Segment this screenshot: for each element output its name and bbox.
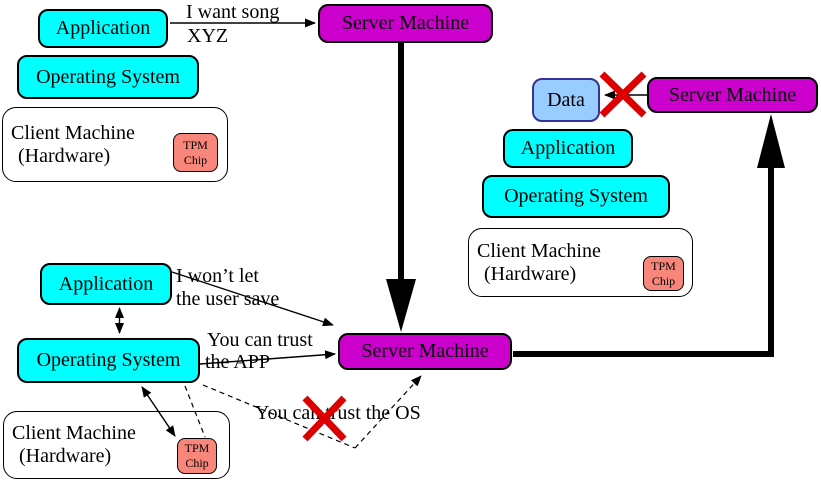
server-machine-box-top: Server Machine — [318, 4, 493, 43]
thick-arrow-top-server-to-bottom-server — [386, 43, 416, 332]
chip-label: Chip — [185, 456, 209, 470]
tpm-label: TPM — [183, 137, 208, 152]
tpm-label: TPM — [651, 258, 676, 273]
server-machine-box-bottom: Server Machine — [338, 333, 512, 370]
chip-label: Chip — [651, 273, 676, 288]
wont-let-text-line2: the user save — [176, 288, 280, 310]
hardware-label: (Hardware) — [18, 144, 111, 167]
want-song-text-line2: XYZ — [187, 25, 229, 47]
hardware-label: (Hardware) — [19, 445, 112, 467]
thick-up-arrowhead — [757, 114, 785, 168]
operating-system-box-right: Operating System — [482, 175, 670, 218]
client-machine-label: Client Machine — [12, 422, 136, 444]
operating-system-box-bottom-left: Operating System — [17, 338, 200, 383]
tpm-chip-right: TPM Chip — [643, 256, 684, 291]
tpm-chip-top-left: TPM Chip — [173, 133, 218, 172]
application-box-right: Application — [503, 129, 633, 168]
hardware-label: (Hardware) — [484, 262, 577, 285]
wont-let-text-line1: I won’t let — [176, 265, 259, 287]
operating-system-box-top-left: Operating System — [17, 55, 199, 99]
thick-down-arrowhead — [386, 279, 416, 332]
trust-app-text-line1: You can trust — [207, 329, 313, 351]
client-machine-label: Client Machine — [477, 239, 601, 262]
application-box-top-left: Application — [38, 9, 168, 48]
data-box: Data — [532, 78, 600, 122]
server-machine-box-right: Server Machine — [647, 77, 818, 113]
trust-app-text-line2: the APP — [205, 351, 271, 373]
client-machine-label: Client Machine — [11, 121, 135, 144]
trust-os-text: You can trust the OS — [255, 402, 421, 424]
tpm-chip-bottom-left: TPM Chip — [177, 438, 217, 474]
want-song-text-line1: I want song — [186, 1, 280, 23]
red-x-data-blocked — [599, 71, 647, 118]
tpm-label: TPM — [184, 441, 210, 455]
application-box-bottom-left: Application — [40, 263, 172, 305]
thick-down-arrow-shaft — [398, 43, 404, 281]
chip-label: Chip — [183, 152, 208, 167]
